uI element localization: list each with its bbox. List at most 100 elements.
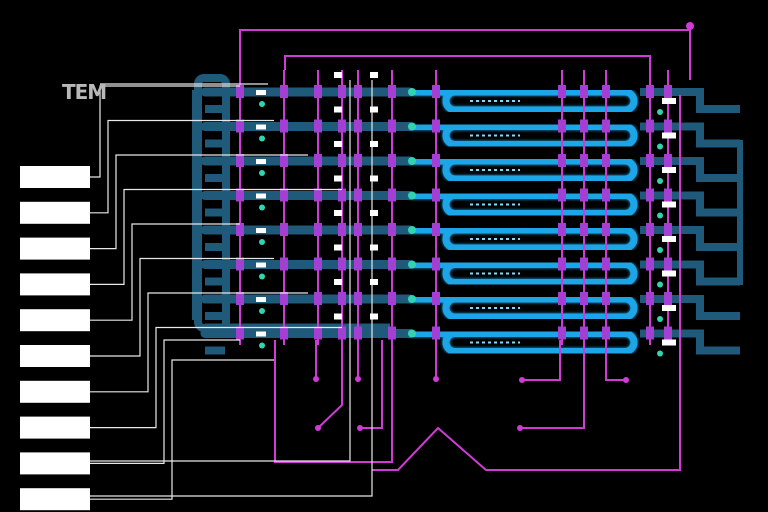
probe-node [519, 377, 525, 383]
electrode-node [602, 85, 610, 98]
valve-marker [334, 244, 342, 251]
electrode-node [388, 257, 396, 271]
electrode-node [338, 119, 346, 133]
electrode-node [314, 326, 322, 340]
electrode-node [646, 85, 654, 98]
valve-marker [256, 262, 266, 268]
second-bus [284, 55, 651, 80]
inlet-port [408, 157, 416, 165]
electrode-node [338, 326, 346, 340]
electrode-node [558, 326, 566, 340]
pad-trace [90, 326, 342, 429]
electrode-node [236, 154, 244, 167]
electrode-node [338, 85, 346, 98]
electrode-node [558, 119, 566, 133]
electrode-node [236, 326, 244, 340]
electrode-node [388, 188, 396, 202]
electrode-node [280, 326, 288, 340]
outlet-port [657, 212, 663, 219]
electrode-node [646, 154, 654, 167]
electrode-node [558, 292, 566, 305]
valve-marker [334, 279, 342, 285]
pad-trace [90, 339, 240, 464]
valve-marker [370, 106, 378, 113]
electrode-node [664, 257, 672, 271]
contact-pad [20, 488, 90, 511]
electrode-node [280, 85, 288, 98]
pad-trace-long [90, 80, 373, 497]
bottom-bus [372, 95, 681, 471]
electrode-node [388, 223, 396, 236]
electrode-node [432, 292, 440, 305]
electrode-node [432, 154, 440, 167]
pad-trace [90, 188, 342, 285]
electrode-node [580, 223, 588, 236]
probe-node [433, 376, 439, 382]
pad-trace [90, 154, 308, 250]
electrode-node [664, 188, 672, 202]
valve-marker [256, 193, 266, 199]
outlet-port [657, 281, 663, 288]
inlet-port [408, 122, 416, 131]
electrode-node [354, 257, 362, 271]
electrode-node [580, 326, 588, 340]
valve-port [259, 101, 265, 107]
probe-node [517, 425, 523, 431]
valve-marker [256, 159, 266, 164]
valve-port [259, 273, 265, 280]
logo-text: TEM [62, 80, 107, 104]
valve-marker [370, 175, 378, 182]
electrode-node [580, 119, 588, 133]
electrode-node [280, 257, 288, 271]
inlet-port [408, 191, 416, 200]
pad-trace [90, 292, 308, 393]
probe-node [315, 425, 321, 431]
outlet-port [657, 247, 663, 253]
outlet-channel [640, 191, 740, 217]
electrode-node [580, 154, 588, 167]
electrode-node [580, 292, 588, 305]
electrode-node [646, 119, 654, 133]
electrode-node [646, 188, 654, 202]
electrode-node [280, 292, 288, 305]
serpentine-channel [410, 261, 638, 286]
valve-marker [334, 72, 342, 78]
contact-pad [20, 309, 90, 332]
outlet-channel [640, 329, 740, 355]
outlet-channel [640, 157, 740, 182]
serpentine-channel [410, 157, 638, 183]
outlet-port [657, 316, 663, 322]
electrode-node [558, 188, 566, 202]
inlet-port [408, 226, 416, 234]
electrode-node [602, 154, 610, 167]
contact-pad [20, 452, 90, 475]
outlet-channel [640, 226, 740, 251]
electrode-node [602, 119, 610, 133]
return-bus [274, 80, 393, 463]
valve-marker [370, 141, 378, 147]
pad-trace [90, 257, 274, 357]
outlet-channel [640, 88, 740, 113]
probe-line [360, 340, 383, 429]
valve-marker [256, 124, 266, 130]
valve-marker [256, 331, 266, 337]
contact-pad [20, 416, 90, 439]
valve-marker [370, 210, 378, 216]
electrode-node [432, 326, 440, 340]
outlet-marker [662, 132, 676, 139]
electrode-node [558, 154, 566, 167]
electrode-node [664, 223, 672, 236]
electrode-node [280, 188, 288, 202]
electrode-node [280, 223, 288, 236]
valve-port [259, 308, 265, 314]
serpentine-channel [410, 123, 638, 148]
valve-marker [256, 90, 266, 95]
electrode-node [602, 223, 610, 236]
pad-trace-long [90, 80, 351, 462]
pad-trace [90, 223, 240, 321]
valve-marker [334, 175, 342, 182]
electrode-node [280, 154, 288, 167]
electrode-node [354, 292, 362, 305]
valve-port [259, 204, 265, 211]
